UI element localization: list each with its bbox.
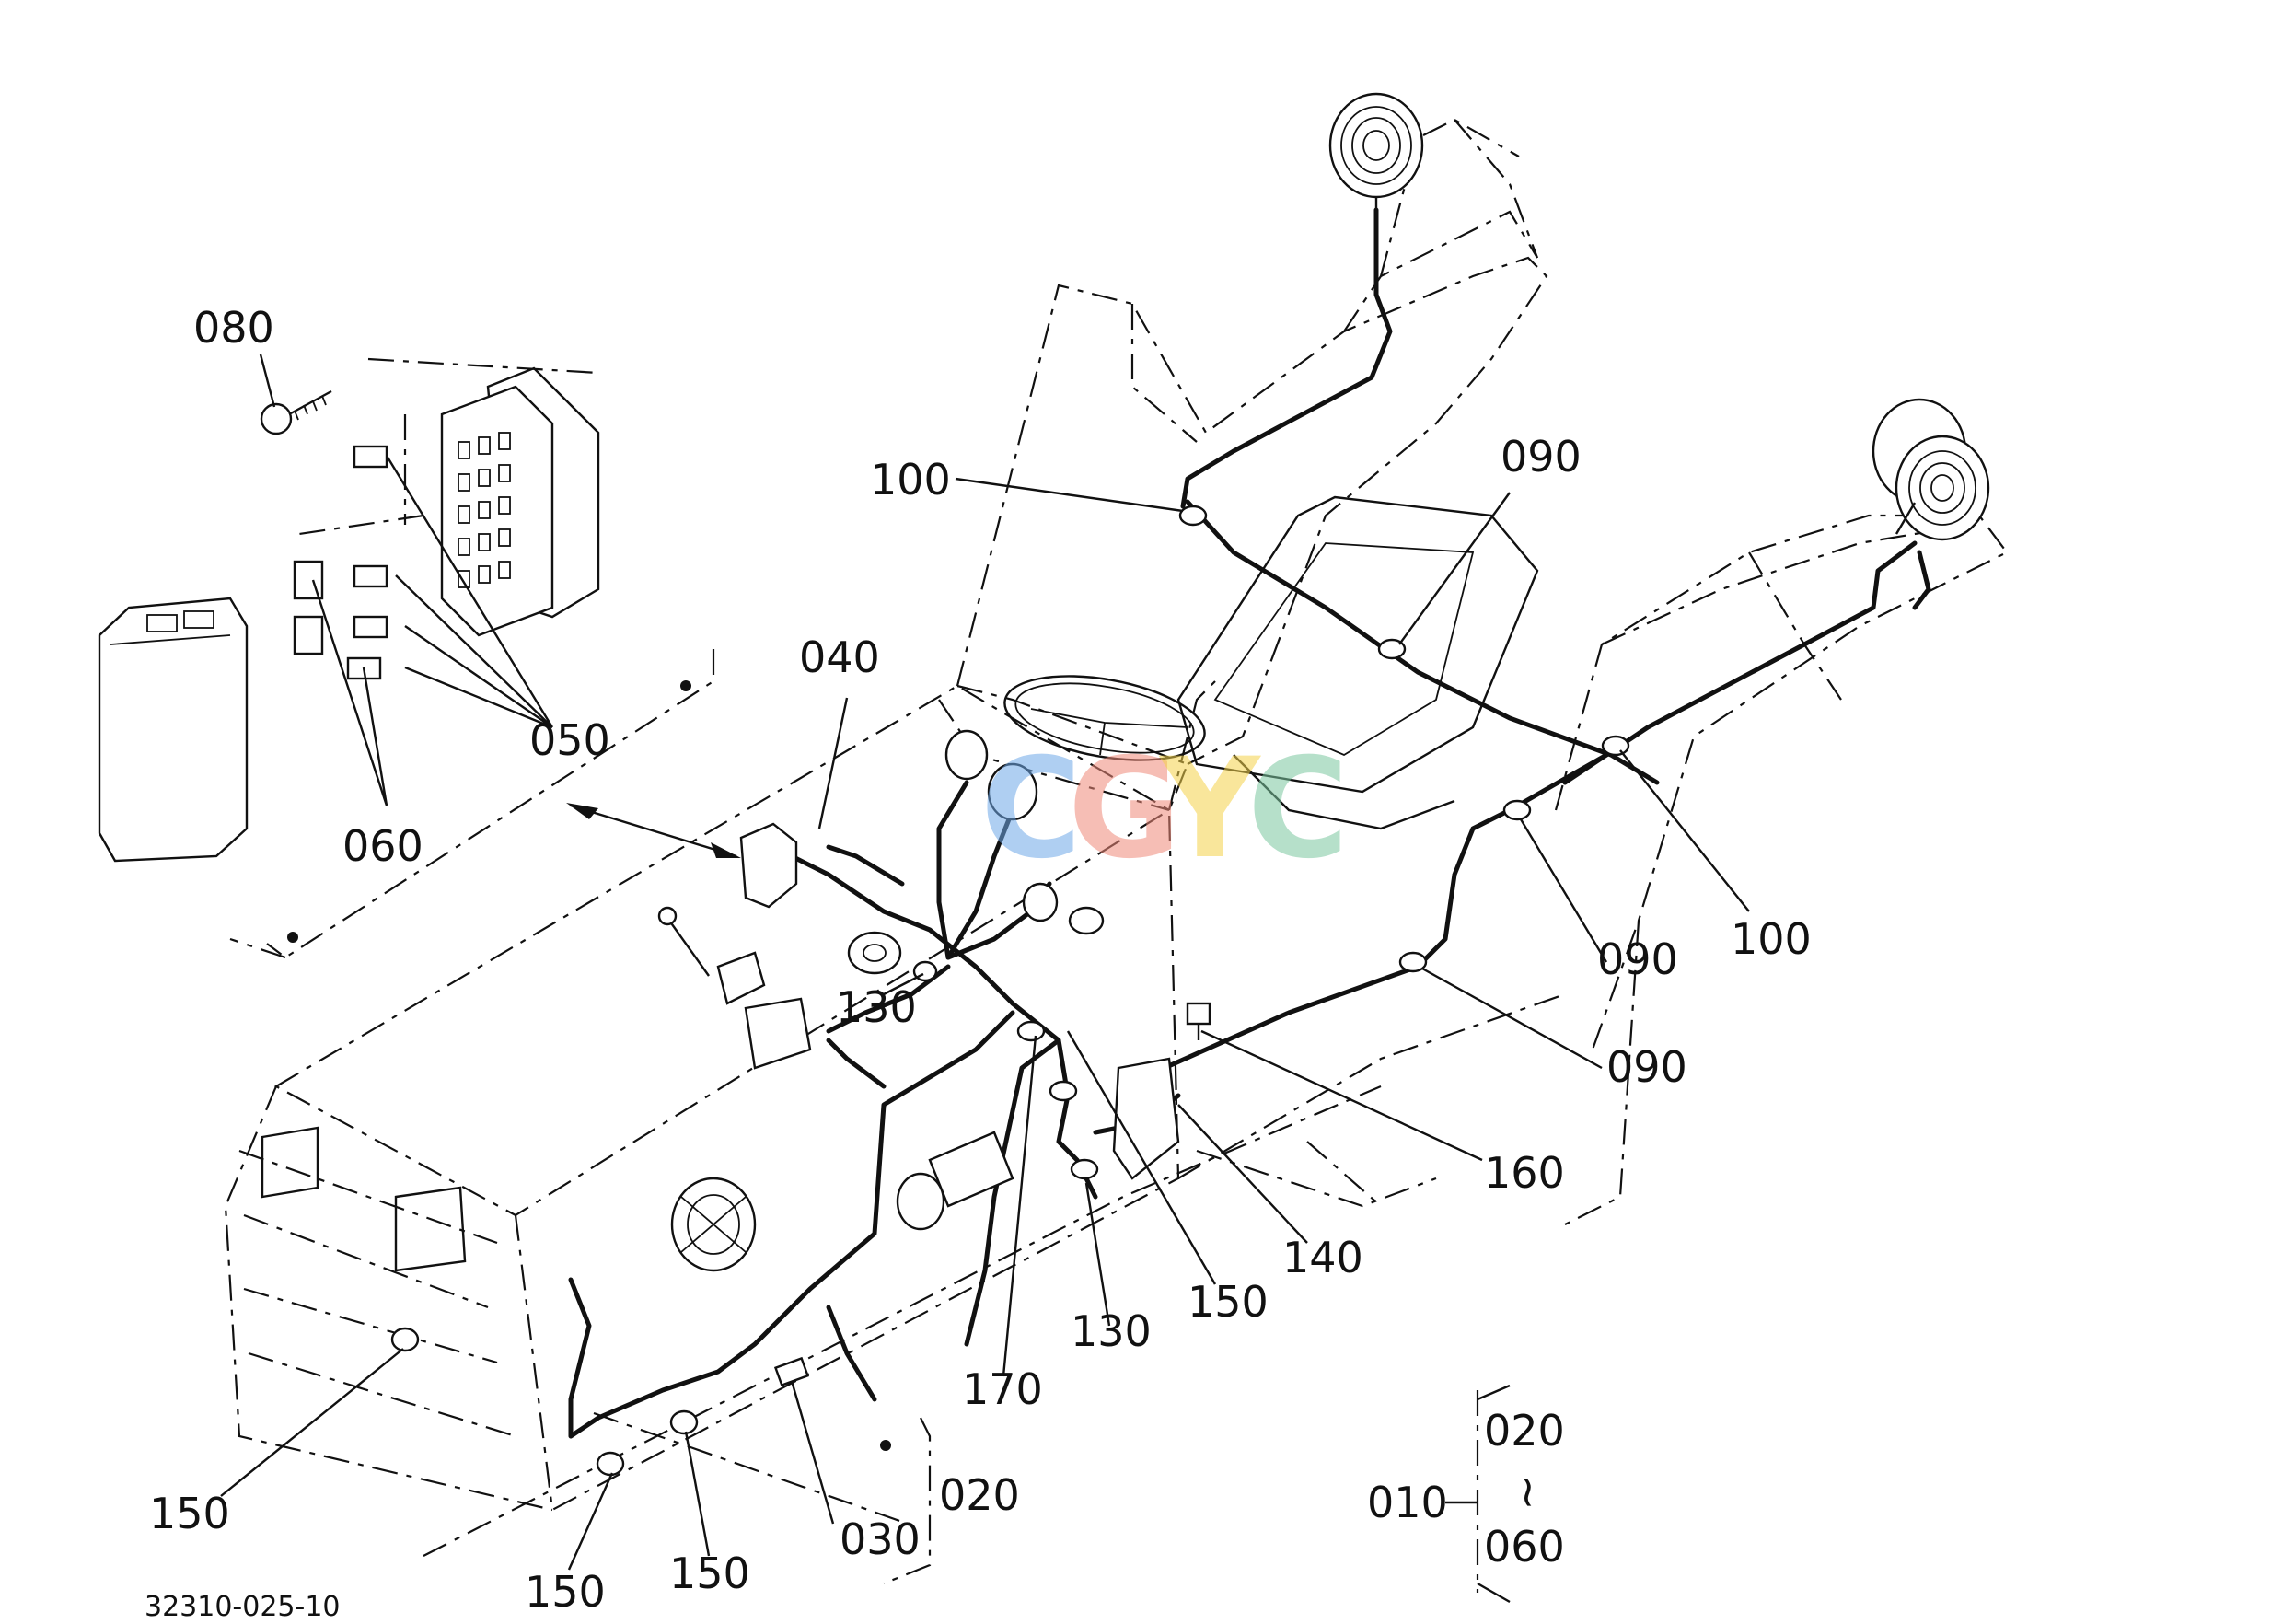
legend-range-end: 060	[1484, 1522, 1565, 1572]
drawing-number: 32310-025-10	[145, 1591, 341, 1623]
legend-range-start: 020	[1484, 1406, 1565, 1456]
watermark: C G Y C	[980, 729, 1349, 889]
callout-170: 170	[962, 1364, 1043, 1414]
left-work-light	[1328, 92, 1424, 210]
callout-150-left: 150	[149, 1489, 230, 1538]
callout-150-bottom2: 150	[669, 1549, 750, 1598]
fuse-group-boundary	[229, 357, 932, 1585]
callout-030: 030	[840, 1514, 921, 1564]
fuse-slots	[458, 432, 511, 588]
clamps	[390, 505, 1630, 1477]
callout-100-right: 100	[1731, 914, 1812, 964]
callout-100-top: 100	[870, 455, 951, 505]
callout-050: 050	[529, 715, 610, 765]
callout-090-low: 090	[1606, 1042, 1687, 1092]
components	[98, 366, 1211, 1272]
callout-060: 060	[342, 821, 423, 871]
callout-090-mid: 090	[1597, 934, 1678, 984]
legend-assembly-number: 010	[1367, 1478, 1448, 1527]
callout-130-upper: 130	[836, 982, 917, 1032]
watermark-letter-3: Y	[1158, 729, 1262, 889]
callout-080: 080	[193, 303, 274, 353]
watermark-letter-2: G	[1068, 729, 1181, 889]
watermark-letter-4: C	[1247, 729, 1349, 889]
legend-range-mark: ~	[1504, 1475, 1554, 1511]
callout-150-mid: 150	[1188, 1277, 1269, 1327]
steering-wheel	[1003, 675, 1206, 761]
callout-130-lower: 130	[1071, 1306, 1152, 1356]
callout-020: 020	[939, 1470, 1020, 1520]
callout-090-top: 090	[1501, 432, 1582, 481]
right-work-light	[1872, 398, 1990, 541]
leader-lines	[220, 354, 1750, 1571]
callout-labels: 080 100 090 040 050 060 130 100 090 090 …	[149, 303, 1812, 1617]
seat	[1176, 495, 1539, 830]
callout-140: 140	[1282, 1233, 1363, 1282]
watermark-letter-1: C	[980, 729, 1082, 889]
callout-150-bottom1: 150	[525, 1567, 606, 1617]
assembly-legend: 010 020 ~ 060	[1367, 1384, 1565, 1604]
callout-160: 160	[1484, 1148, 1565, 1198]
callout-040: 040	[799, 632, 880, 682]
